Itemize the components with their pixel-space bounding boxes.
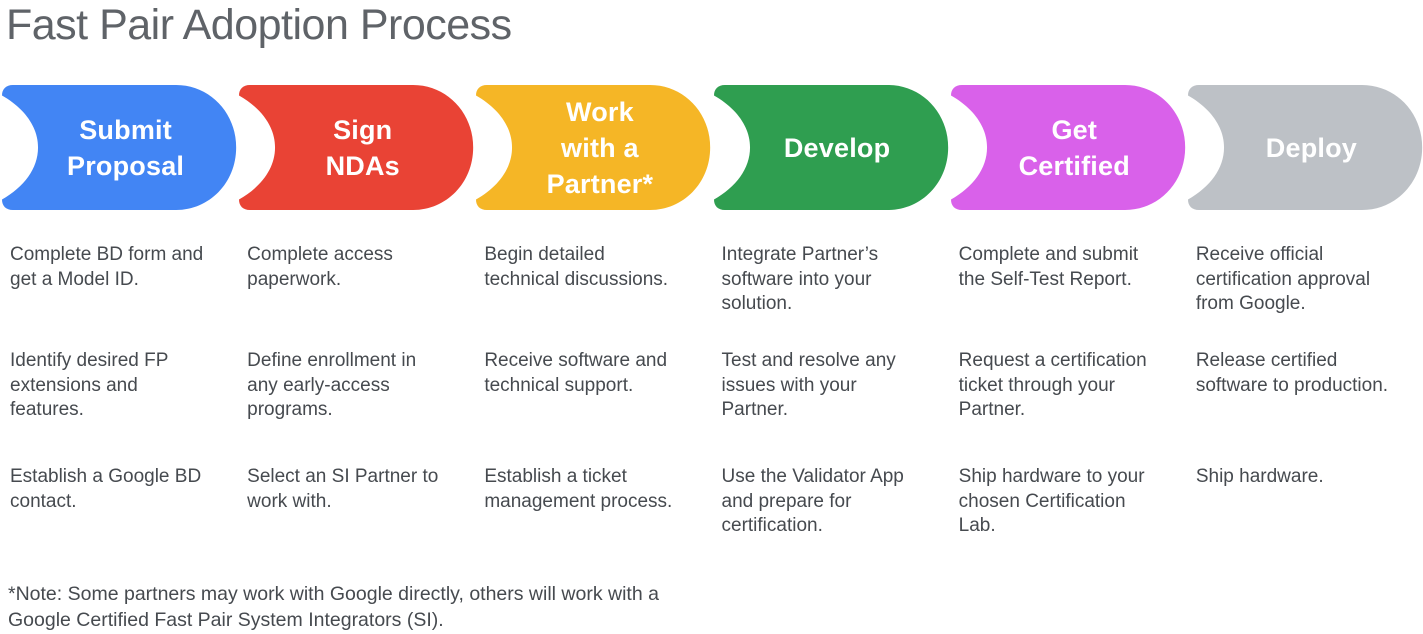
arrow-shape [1187, 85, 1422, 211]
stage-banner-submit-proposal: Submit Proposal [0, 85, 237, 211]
stage-item: Test and resolve any issues with your Pa… [721, 350, 896, 421]
stage-item: Request a certification ticket through y… [958, 350, 1147, 421]
stage-item: Integrate Partner’s software into your s… [721, 244, 879, 315]
arrow-shape [950, 85, 1185, 211]
stage-item: Receive software and technical support. [484, 350, 668, 396]
arrow-shape-path [713, 85, 948, 211]
stage-banner-work-with-partner: Work with a Partner* [474, 85, 711, 211]
desc-col-submit-proposal: Complete BD form and get a Model ID. Ide… [0, 243, 237, 543]
stage-item: Establish a Google BD contact. [10, 466, 202, 512]
arrow-shape-path [950, 85, 1185, 211]
stage-item: Receive official certification approval … [1195, 244, 1371, 315]
desc-col-deploy: Receive official certification approval … [1186, 243, 1423, 543]
stage-banner-row: Submit Proposal Sign NDAs Work with a Pa… [0, 85, 1423, 211]
arrow-shape-path [2, 85, 237, 211]
stage-item: Define enrollment in any early-access pr… [247, 350, 417, 421]
stage-label: Deploy [1265, 132, 1358, 163]
stage-banner-develop: Develop [712, 85, 949, 211]
stage-banner-deploy: Deploy [1186, 85, 1423, 211]
stage-item: Complete access paperwork. [247, 244, 393, 290]
arrow-shape-path [239, 85, 474, 211]
footnote: *Note: Some partners may work with Googl… [8, 583, 659, 632]
desc-col-sign-ndas: Complete access paperwork. Define enroll… [237, 243, 474, 543]
desc-col-get-certified: Complete and submit the Self-Test Report… [949, 243, 1186, 543]
stage-banner-get-certified: Get Certified [949, 85, 1186, 211]
stage-item: Begin detailed technical discussions. [484, 244, 669, 290]
arrow-shape [2, 85, 237, 211]
stage-item: Ship hardware. [1195, 466, 1324, 488]
stage-label: Work with a Partner* [546, 96, 654, 199]
page-title: Fast Pair Adoption Process [6, 1, 512, 49]
stage-label: Develop [783, 132, 891, 163]
stage-label: Sign NDAs [325, 114, 400, 181]
stage-label: Submit Proposal [67, 114, 185, 181]
arrow-shape-path [476, 85, 711, 211]
arrow-shape [476, 85, 711, 211]
arrow-shape [713, 85, 948, 211]
arrow-shape [239, 85, 474, 211]
desc-col-work-with-partner: Begin detailed technical discussions. Re… [474, 243, 711, 543]
stage-item: Complete BD form and get a Model ID. [10, 244, 204, 290]
stage-item: Establish a ticket management process. [484, 466, 673, 512]
stage-item: Complete and submit the Self-Test Report… [958, 244, 1139, 290]
stage-item: Ship hardware to your chosen Certificati… [958, 466, 1145, 537]
stage-label: Get Certified [1018, 114, 1130, 181]
desc-col-develop: Integrate Partner’s software into your s… [712, 243, 949, 543]
stage-item: Release certified software to production… [1195, 350, 1389, 396]
stage-item: Identify desired FP extensions and featu… [10, 350, 169, 421]
stage-item: Use the Validator App and prepare for ce… [721, 466, 904, 537]
stage-banner-sign-ndas: Sign NDAs [237, 85, 474, 211]
stage-item: Select an SI Partner to work with. [247, 466, 439, 512]
stage-descriptions: Complete BD form and get a Model ID. Ide… [0, 243, 1423, 543]
arrow-shape-path [1187, 85, 1422, 211]
